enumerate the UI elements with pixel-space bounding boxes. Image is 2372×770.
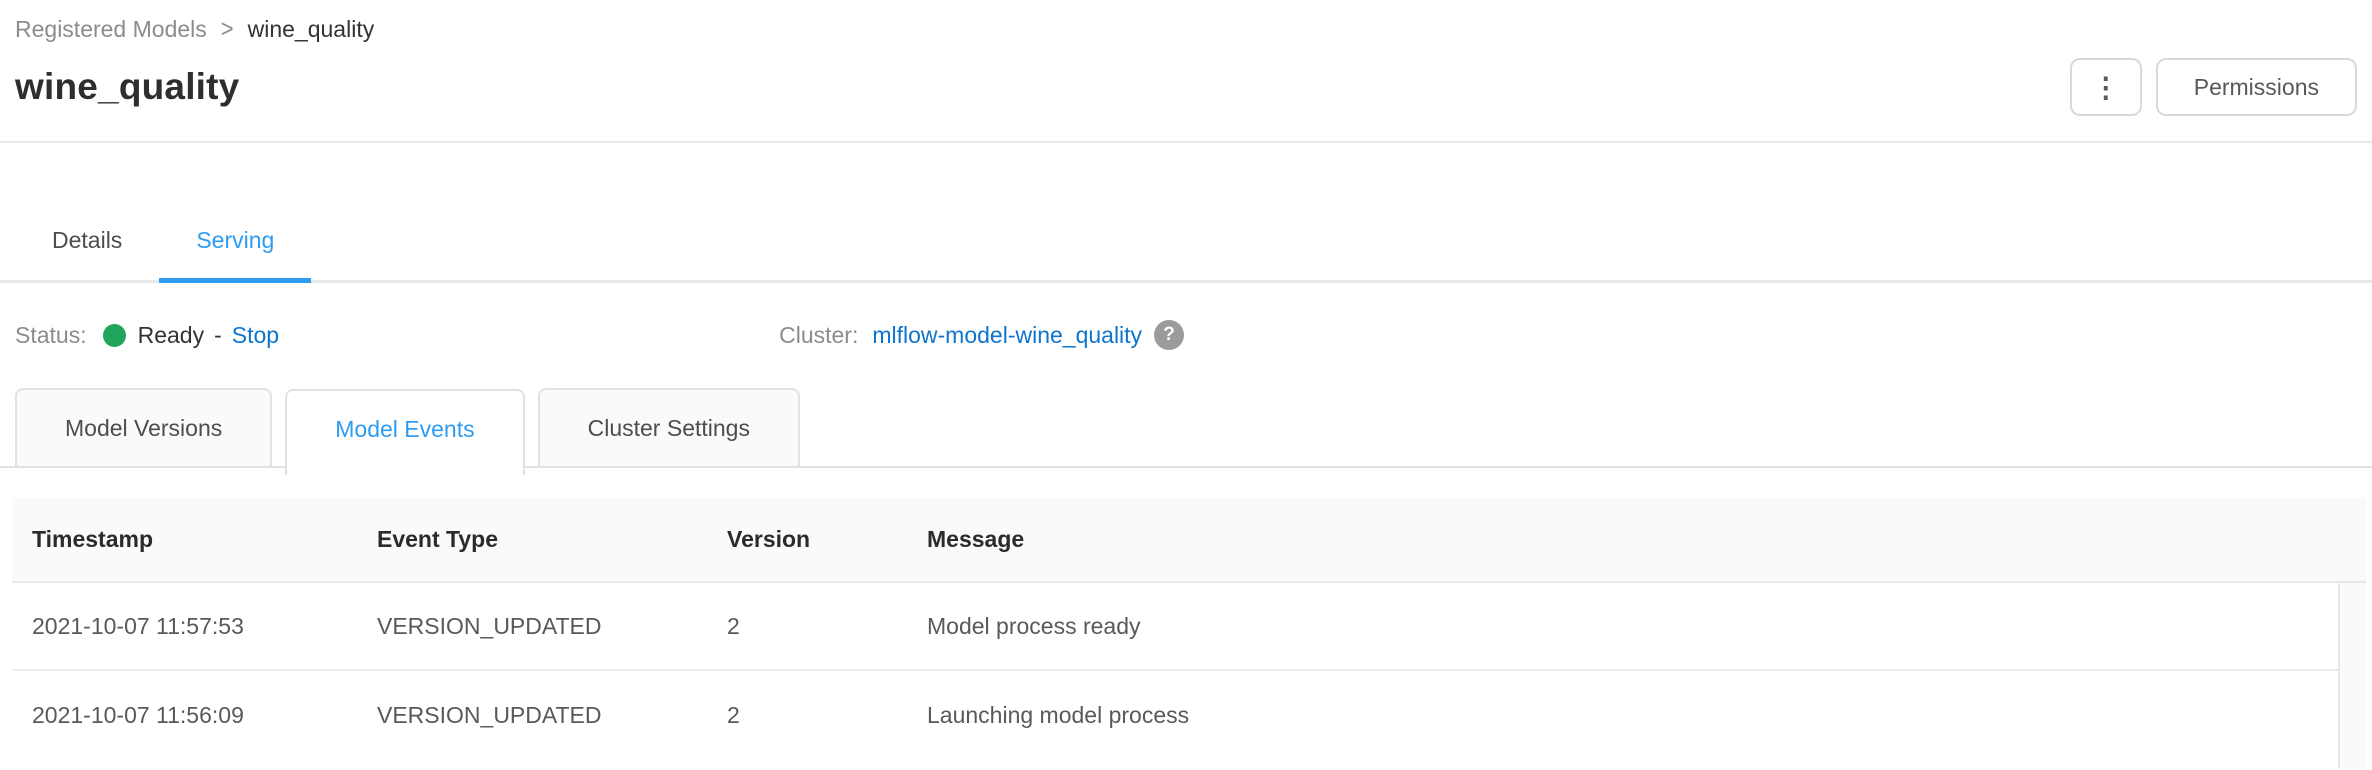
cell-message: Launching model process <box>927 701 1190 728</box>
tab-model-versions[interactable]: Model Versions <box>15 388 273 466</box>
status-value: Ready <box>137 322 205 348</box>
cell-event-type: VERSION_UPDATED <box>377 701 602 728</box>
permissions-button[interactable]: Permissions <box>2155 58 2357 116</box>
cell-version: 2 <box>727 612 740 639</box>
table-row: 2021-10-07 11:56:09 VERSION_UPDATED 2 La… <box>12 671 2366 759</box>
column-header-timestamp: Timestamp <box>32 526 154 552</box>
more-actions-button[interactable]: ⋮ <box>2069 58 2142 116</box>
table-scrollbar-track[interactable] <box>2338 583 2366 768</box>
cluster-group: Cluster: mlflow-model-wine_quality ? <box>779 320 1185 350</box>
breadcrumb-current-model: wine_quality <box>247 16 375 42</box>
status-row: Status: Ready - Stop Cluster: mlflow-mod… <box>0 320 2372 350</box>
kebab-icon: ⋮ <box>2091 71 2120 103</box>
serving-subtabs: Model Versions Model Events Cluster Sett… <box>0 388 2372 475</box>
model-events-table: Timestamp Event Type Version Message 202… <box>12 498 2366 768</box>
tab-model-events[interactable]: Model Events <box>285 389 525 475</box>
table-body: 2021-10-07 11:57:53 VERSION_UPDATED 2 Mo… <box>12 583 2366 768</box>
status-ready-dot-icon <box>102 323 126 347</box>
cell-version: 2 <box>727 701 740 728</box>
page-header: Registered Models > wine_quality wine_qu… <box>0 0 2372 116</box>
title-row: wine_quality ⋮ Permissions <box>15 58 2357 116</box>
status-separator: - <box>214 322 222 348</box>
header-divider <box>0 141 2372 143</box>
cluster-link[interactable]: mlflow-model-wine_quality <box>872 322 1143 348</box>
main-tabs: Details Serving <box>0 225 2372 283</box>
stop-link[interactable]: Stop <box>231 322 280 348</box>
cell-event-type: VERSION_UPDATED <box>377 612 602 639</box>
breadcrumb: Registered Models > wine_quality <box>15 14 2357 44</box>
column-header-version: Version <box>727 526 811 552</box>
column-header-message: Message <box>927 526 1025 552</box>
table-header-row: Timestamp Event Type Version Message <box>12 498 2366 583</box>
cell-timestamp: 2021-10-07 11:57:53 <box>32 612 244 639</box>
tab-cluster-settings[interactable]: Cluster Settings <box>537 388 800 466</box>
header-actions: ⋮ Permissions <box>2069 58 2357 116</box>
status-label: Status: <box>15 322 87 348</box>
breadcrumb-chevron-icon: > <box>220 14 234 43</box>
cell-message: Model process ready <box>927 612 1141 639</box>
cluster-label: Cluster: <box>779 322 859 348</box>
tab-serving[interactable]: Serving <box>159 225 312 283</box>
cell-timestamp: 2021-10-07 11:56:09 <box>32 701 244 728</box>
page-title: wine_quality <box>15 66 240 107</box>
table-row: 2021-10-07 11:57:53 VERSION_UPDATED 2 Mo… <box>12 583 2366 671</box>
breadcrumb-registered-models-link[interactable]: Registered Models <box>15 16 207 42</box>
help-icon[interactable]: ? <box>1154 320 1185 350</box>
tab-details[interactable]: Details <box>52 227 123 253</box>
column-header-event-type: Event Type <box>377 526 498 552</box>
